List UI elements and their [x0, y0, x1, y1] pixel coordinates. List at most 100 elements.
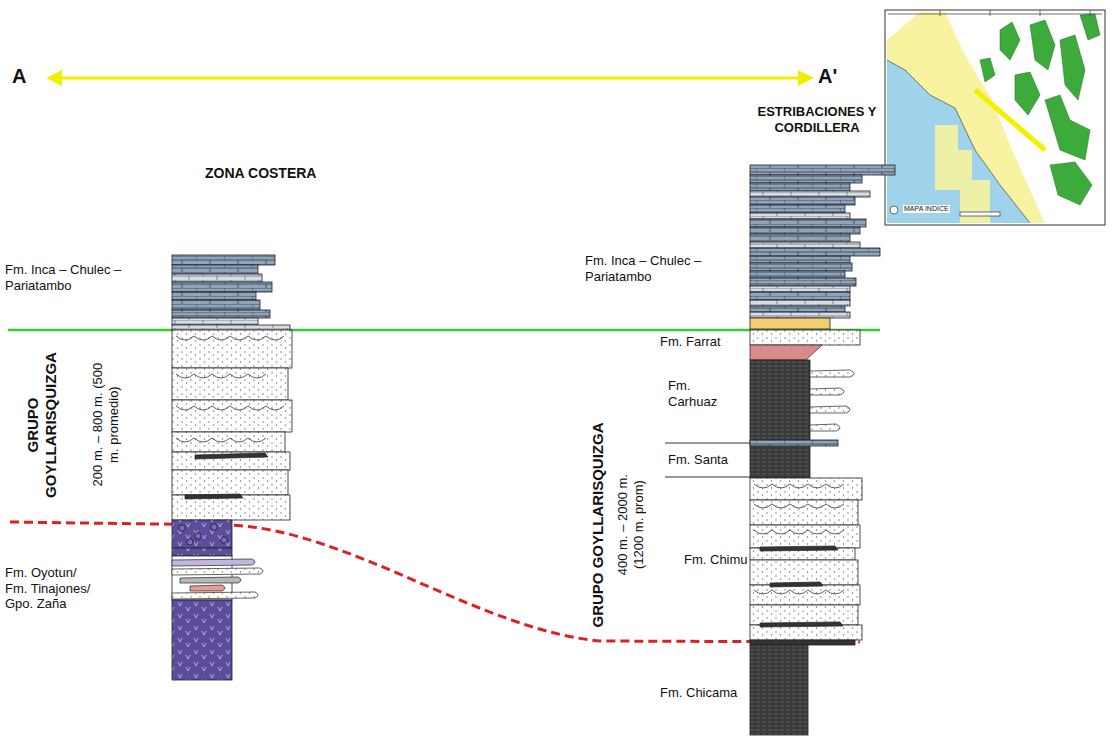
formation-name: Fm. Chicama: [660, 685, 737, 701]
cross-bedding: [754, 484, 844, 488]
shale-bed: [750, 645, 808, 735]
shale-lens: [760, 622, 843, 627]
cross-bedding: [176, 438, 266, 442]
index-map: [1030, 20, 1055, 70]
sandstone-tongue: [810, 424, 840, 431]
sandstone-bed: [750, 605, 858, 625]
sandstone-bed: [172, 330, 292, 368]
section-line-arrow: [46, 70, 62, 86]
limestone-bed: [750, 263, 852, 271]
index-map: [975, 90, 1045, 150]
section-end-label: A: [12, 64, 26, 88]
formation-name: Fm. Inca – Chulec – Pariatambo: [5, 262, 130, 293]
limestone-bed: [750, 191, 870, 197]
sandstone-tongue: [172, 568, 263, 575]
cross-bedding: [176, 336, 284, 340]
limestone-bed: [750, 234, 850, 242]
sandstone-tongue: [810, 370, 854, 377]
shale-lens: [760, 546, 838, 551]
formation-divider: [665, 477, 750, 478]
column-title: ESTRIBACIONES Y CORDILLERA: [752, 104, 882, 135]
cross-bedding: [176, 374, 266, 378]
limestone-bed: [172, 318, 258, 325]
pebble: [187, 539, 193, 545]
limestone-bed: [750, 175, 862, 183]
index-map: [1045, 95, 1090, 160]
tuff-tongue: [172, 559, 255, 566]
section-line-arrow: [60, 77, 800, 80]
sandstone-bed: [172, 432, 285, 452]
unconformity-line: [10, 522, 860, 642]
formation-name: Fm. Carhuaz: [668, 378, 728, 409]
sandstone-bed: [750, 500, 858, 525]
pebble: [195, 533, 201, 539]
group-name: GRUPO GOYLLARISQUIZGA: [589, 422, 607, 627]
pebble: [211, 524, 217, 530]
limestone-bed: [750, 292, 850, 300]
section-line-arrow: [46, 70, 814, 86]
volcanic-bed: [172, 600, 232, 680]
sandstone-tongue: [810, 388, 844, 395]
shale-bed: [750, 640, 855, 645]
limestone-bed: [750, 227, 860, 234]
limestone-bed: [750, 300, 850, 306]
limestone-bed: [750, 219, 866, 227]
sandstone-tongue: [810, 406, 850, 413]
coastal-column: [172, 255, 292, 680]
sandstone-bed: [750, 525, 860, 548]
limestone-bed: [172, 300, 260, 310]
limestone-bed: [750, 242, 860, 248]
sandstone-bed: [750, 585, 860, 605]
red-shale-bed: [750, 345, 822, 360]
index-map: [940, 10, 1090, 16]
column-title: ZONA COSTERA: [205, 165, 316, 182]
shale-lens: [195, 453, 268, 459]
limestone-bed: [750, 197, 855, 205]
index-map: [885, 10, 1105, 225]
shale-lens: [185, 494, 243, 499]
index-map: [1080, 14, 1100, 40]
formation-divider: [665, 443, 750, 444]
formation-divider: [665, 443, 750, 477]
marl-bed: [750, 318, 830, 329]
limestone-bed: [750, 440, 838, 446]
index-map: [890, 206, 898, 214]
limestone-bed: [172, 310, 270, 318]
volcanic-bed: [172, 548, 232, 556]
sandstone-bed: [750, 330, 860, 345]
sandstone-bed: [750, 560, 858, 585]
sandstone-bed: [172, 368, 288, 400]
limestone-bed: [750, 205, 845, 213]
group-name: GRUPO GOYLLARISQUIZGA: [24, 340, 60, 510]
shale-lens: [770, 582, 823, 587]
formation-name: Fm. Chimu: [684, 552, 748, 568]
index-map: [887, 12, 1045, 223]
index-map: [1015, 72, 1040, 115]
limestone-bed: [750, 271, 845, 278]
sandstone-bed: [172, 452, 290, 470]
shale-bed: [750, 360, 810, 478]
pebble: [179, 525, 185, 531]
formation-name: Fm. Santa: [668, 452, 728, 468]
cordillera-column: [750, 165, 895, 735]
section-line-arrow: [798, 70, 814, 86]
limestone-bed: [750, 248, 880, 256]
limestone-bed: [172, 274, 262, 282]
formation-name: Fm. Oyotun/ Fm. Tinajones/ Gpo. Zaña: [5, 565, 95, 612]
cross-bedding: [754, 530, 844, 534]
red-bed-lens: [190, 585, 225, 591]
formation-name: Fm. Inca – Chulec – Pariatambo: [585, 253, 710, 284]
sandstone-bed: [172, 495, 290, 520]
index-map: [887, 60, 1030, 223]
cross-bedding: [176, 406, 284, 410]
index-map: [980, 58, 995, 82]
index-map: [960, 212, 1000, 216]
cross-bedding: [754, 590, 844, 594]
limestone-bed: [750, 213, 850, 219]
limestone-bed: [172, 282, 272, 292]
limestone-bed: [750, 183, 850, 191]
sandstone-tongue: [172, 592, 258, 599]
